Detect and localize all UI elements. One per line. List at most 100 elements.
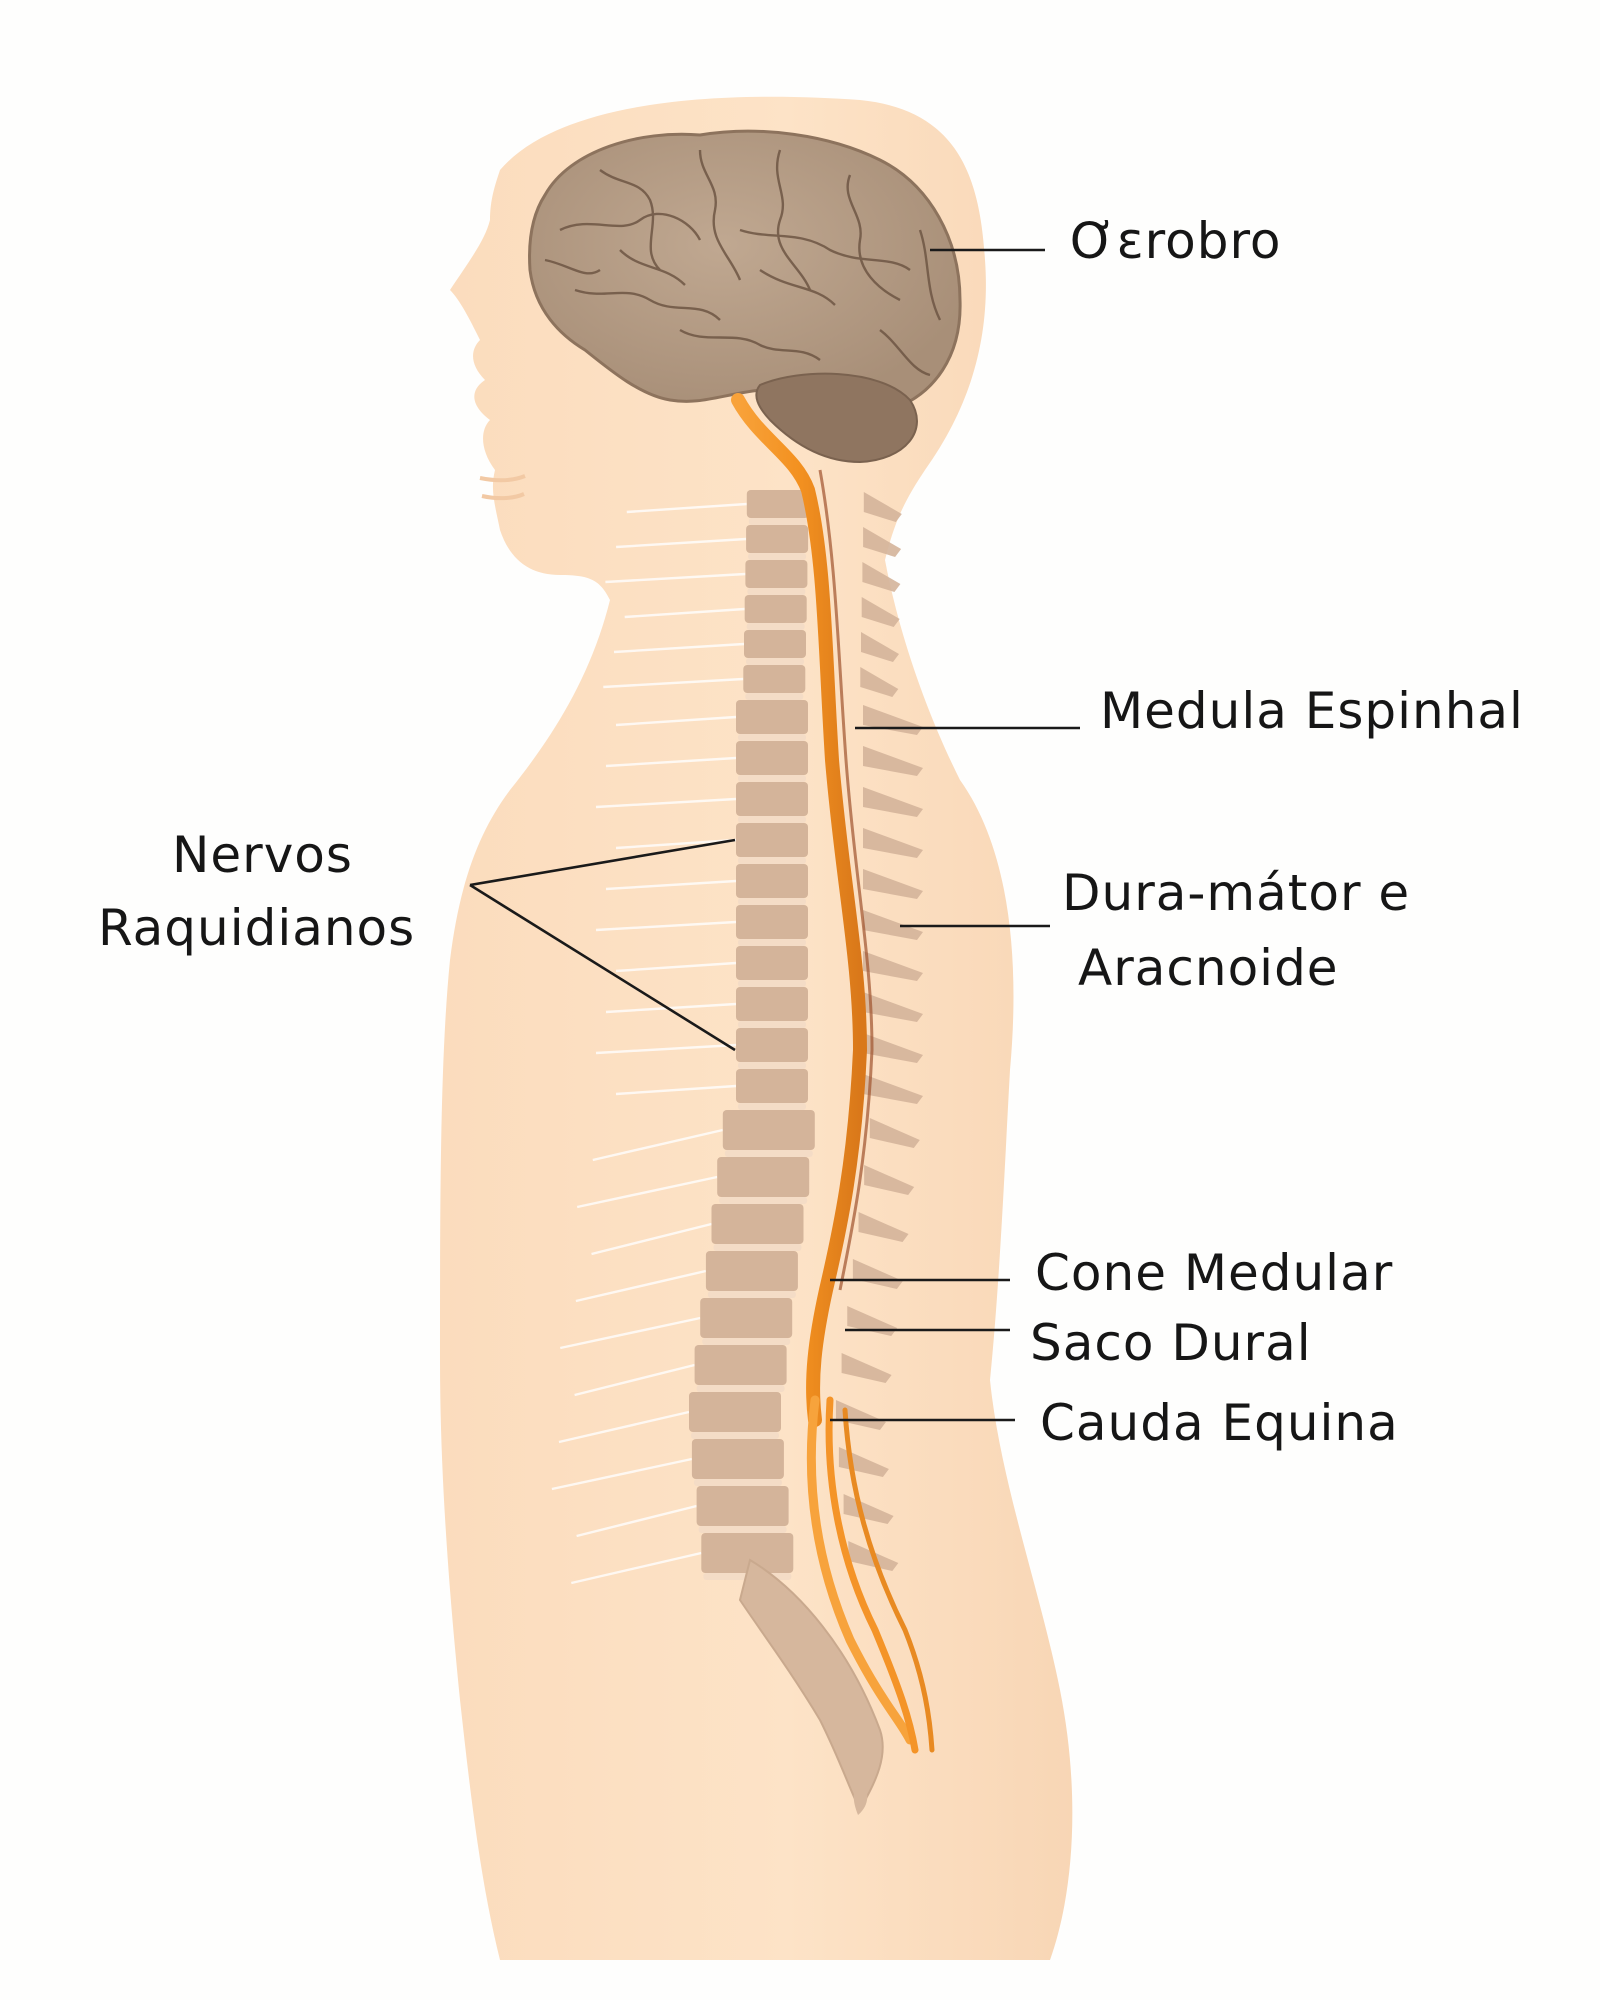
- label-nervos-line2: Raquidianos: [98, 899, 415, 957]
- spinal-nerve-line: [605, 1002, 737, 1014]
- cauda-equina: [806, 1395, 935, 1754]
- intervertebral-disc: [698, 1526, 787, 1533]
- spinal-nerve-line: [603, 677, 744, 689]
- intervertebral-disc: [748, 518, 807, 525]
- spinous-process: [860, 667, 899, 697]
- vertebra-body: [736, 905, 808, 939]
- vertebra-body: [736, 1069, 808, 1103]
- intervertebral-disc: [702, 1338, 791, 1345]
- intervertebral-disc: [738, 734, 806, 741]
- intervertebral-disc: [746, 623, 805, 630]
- vertebra-body: [744, 595, 807, 623]
- leader-lines: [469, 248, 1080, 1422]
- spinous-process: [863, 869, 923, 899]
- spinous-process: [863, 1074, 923, 1104]
- vertebra-body: [701, 1533, 794, 1573]
- intervertebral-disc: [738, 775, 806, 782]
- brain-gyri: [544, 149, 942, 377]
- label-saco-dural: Saco Dural: [1030, 1314, 1312, 1372]
- spinous-process: [852, 1259, 903, 1289]
- vertebra-body: [717, 1157, 810, 1197]
- vertebra-body: [736, 741, 808, 775]
- vertebra-body: [746, 490, 809, 518]
- spinal-nerve-line: [605, 572, 746, 584]
- intervertebral-disc: [738, 1062, 806, 1069]
- intervertebral-disc: [738, 816, 806, 823]
- spinal-nerve-line: [615, 961, 737, 973]
- vertebra-body: [696, 1486, 789, 1526]
- intervertebral-disc: [713, 1244, 802, 1251]
- spinal-nerve-line: [615, 1084, 737, 1096]
- coccyx: [853, 1780, 868, 1815]
- spinous-process: [847, 1306, 898, 1336]
- intervertebral-disc: [745, 693, 804, 700]
- label-dura-mater-line2: Aracnoide: [1078, 939, 1339, 997]
- spinal-nerve-line: [595, 1043, 737, 1055]
- vertebra-body: [711, 1204, 804, 1244]
- spinal-cord: [731, 393, 868, 1427]
- spinal-nerve-line: [616, 537, 747, 549]
- intervertebral-disc: [738, 939, 806, 946]
- intervertebral-disc: [738, 898, 806, 905]
- spinal-nerve-line: [615, 838, 737, 850]
- spinous-process: [864, 1165, 915, 1195]
- spinal-nerve-line: [559, 1316, 701, 1350]
- vertebra-body: [746, 525, 809, 553]
- spinous-process: [862, 562, 901, 592]
- spinal-nerve-line: [576, 1175, 718, 1209]
- spinous-process: [863, 787, 923, 817]
- intervertebral-disc: [747, 588, 806, 595]
- spinous-process: [858, 1212, 909, 1242]
- intervertebral-disc: [738, 1103, 806, 1110]
- spinal-nerve-line: [605, 756, 737, 768]
- spinous-process: [861, 597, 900, 627]
- vertebra-body: [700, 1298, 793, 1338]
- intervertebral-disc: [719, 1197, 808, 1204]
- spinal-nerve-line: [591, 1222, 712, 1256]
- spinous-process: [863, 746, 923, 776]
- intervertebral-disc: [738, 980, 806, 987]
- vertebra-body: [736, 946, 808, 980]
- intervertebral-disc: [724, 1150, 813, 1157]
- vertebra-body: [705, 1251, 798, 1291]
- vertebra-body: [744, 630, 806, 658]
- lip-line-icon: [479, 474, 526, 483]
- intervertebral-disc: [748, 553, 807, 560]
- label-nervos-line1: Nervos: [172, 826, 353, 884]
- vertebra-body: [736, 864, 808, 898]
- dura-outline: [818, 469, 874, 1291]
- vertebra-body: [736, 700, 808, 734]
- label-medula-espinhal: Medula Espinhal: [1100, 682, 1524, 740]
- spinal-nerve-line: [575, 1269, 707, 1303]
- spinous-process: [841, 1353, 892, 1383]
- intervertebral-disc: [696, 1385, 785, 1392]
- vertebra-body: [736, 987, 808, 1021]
- spinous-process: [863, 492, 902, 522]
- label-dura-mater-line1: Dura-mátor e: [1062, 864, 1410, 922]
- spinal-nerve-line: [592, 1128, 724, 1162]
- vertebra-body: [689, 1392, 781, 1432]
- vertebra-body: [736, 782, 808, 816]
- spinal-nerve-line: [613, 642, 745, 654]
- spinal-nerve-line: [551, 1457, 693, 1491]
- spinous-process: [861, 632, 899, 662]
- vertebra-body: [745, 560, 808, 588]
- vertebra-body: [722, 1110, 815, 1150]
- spinal-nerve-line: [576, 1504, 697, 1538]
- label-cone-medular: Cone Medular: [1035, 1244, 1393, 1302]
- spinous-process: [863, 828, 923, 858]
- label-cauda-equina: Cauda Equina: [1040, 1394, 1399, 1452]
- label-cerebro: Ơɛrobro: [1070, 212, 1282, 270]
- spinal-nerve-line: [626, 502, 747, 514]
- vertebra-body: [691, 1439, 784, 1479]
- vertebra-body: [736, 823, 808, 857]
- intervertebral-disc: [707, 1291, 796, 1298]
- vertebra-body: [736, 1028, 808, 1062]
- cerebellum-shape: [755, 372, 918, 464]
- spinal-nerve-line: [595, 797, 737, 809]
- intervertebral-disc: [691, 1432, 779, 1439]
- vertebra-body: [743, 665, 806, 693]
- spinal-nerve-line: [571, 1551, 702, 1585]
